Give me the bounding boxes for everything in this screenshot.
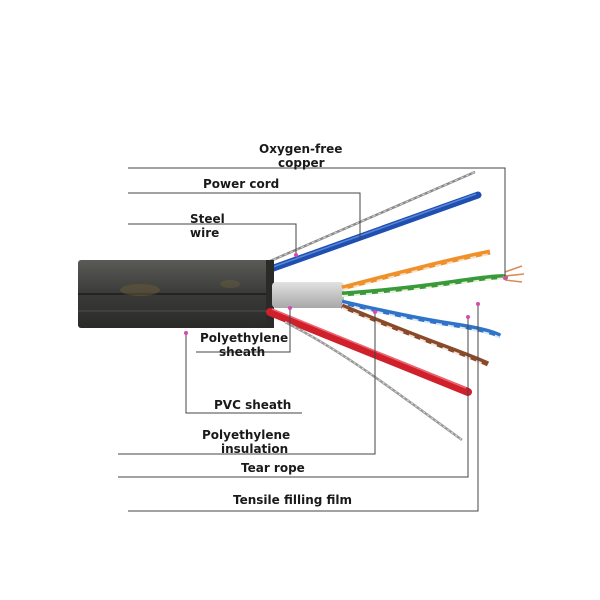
label-polyethylene-insulation: Polyethylene insulation xyxy=(202,428,290,456)
label-oxygen-free-copper: Oxygen-free copper xyxy=(259,142,342,170)
label-polyethylene-insulation-line2: insulation xyxy=(221,442,289,456)
label-tensile-filling-film-text: Tensile filling film xyxy=(233,493,353,507)
label-power-cord: Power cord xyxy=(203,177,279,191)
power-cord-red xyxy=(266,308,472,396)
leader-lines xyxy=(118,167,506,512)
pair-orange xyxy=(341,249,491,291)
copper-strands xyxy=(504,265,525,283)
label-power-cord-text: Power cord xyxy=(203,177,280,191)
pair-brown xyxy=(341,303,490,367)
label-tensile-filling-film: Tensile filling film xyxy=(233,493,352,507)
label-tear-rope: Tear rope xyxy=(241,461,305,475)
label-polyethylene-insulation-line1: Polyethylene xyxy=(202,428,291,442)
label-polyethylene-sheath: Polyethylene sheath xyxy=(200,331,288,359)
label-polyethylene-sheath-line2: sheath xyxy=(219,345,266,359)
pair-green xyxy=(341,274,508,297)
label-pvc-sheath-text: PVC sheath xyxy=(214,398,292,412)
pair-blue xyxy=(341,299,502,339)
inner-sheath xyxy=(272,282,344,308)
label-pvc-sheath: PVC sheath xyxy=(214,398,291,412)
marker-dots xyxy=(184,253,507,335)
label-steel-wire: Steel wire xyxy=(190,212,225,240)
label-oxygen-free-copper-line2: copper xyxy=(278,156,325,170)
label-tear-rope-text: Tear rope xyxy=(241,461,305,475)
steel-wire xyxy=(267,170,476,264)
label-steel-wire-line1: Steel xyxy=(190,212,225,226)
label-steel-wire-line2: wire xyxy=(190,226,220,240)
power-cord-blue xyxy=(264,191,482,274)
label-polyethylene-sheath-line1: Polyethylene xyxy=(200,331,289,345)
label-oxygen-free-copper-line1: Oxygen-free xyxy=(259,142,343,156)
